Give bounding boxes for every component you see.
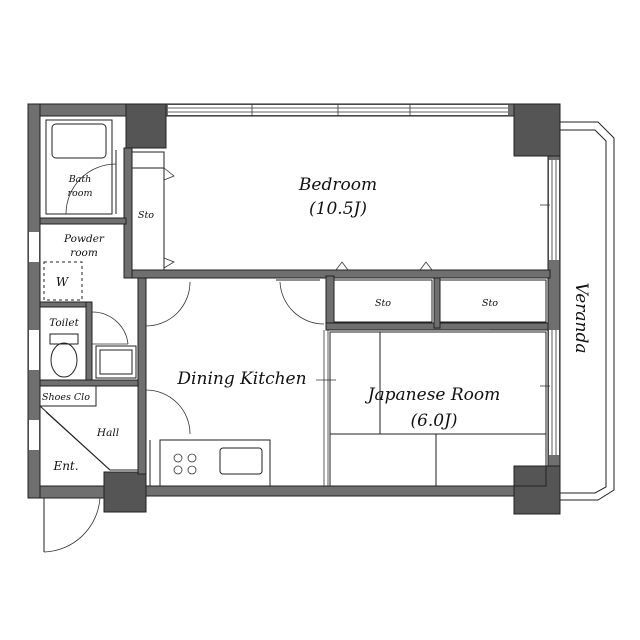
toilet-fixture <box>49 311 129 378</box>
japanese-room-label: Japanese Room <box>365 385 501 405</box>
right-windows <box>549 160 559 455</box>
dining-kitchen-label: Dining Kitchen <box>176 369 306 389</box>
top-windows <box>168 104 508 116</box>
powder-label-2: room <box>70 247 98 259</box>
japanese-room-size: (6.0J) <box>410 411 457 431</box>
kitchen-counter <box>149 439 271 487</box>
storage-left-label: Sto <box>375 298 391 309</box>
interior-walls <box>39 147 551 475</box>
entrance-label: Ent. <box>52 459 78 473</box>
tatami <box>316 329 547 487</box>
storage-right-label: Sto <box>482 298 498 309</box>
left-windows <box>29 232 39 450</box>
bedroom-storage <box>131 151 175 271</box>
bedroom-marks <box>540 204 550 387</box>
bath-label-2: room <box>68 188 93 199</box>
closet-marks <box>335 261 433 271</box>
entrance-area <box>39 385 138 471</box>
shoes-closet-label: Shoes Clo <box>42 392 90 403</box>
veranda <box>560 121 615 501</box>
bath-room <box>45 119 117 215</box>
toilet-label: Toilet <box>49 317 79 329</box>
hall-label: Hall <box>96 427 119 439</box>
japanese-storage <box>333 279 547 323</box>
bedroom-size: (10.5J) <box>309 199 367 219</box>
washer-space <box>43 261 83 301</box>
bath-label-1: Bath <box>68 174 92 185</box>
entrance-door <box>43 497 101 553</box>
veranda-label: Veranda <box>571 282 591 353</box>
powder-label-1: Powder <box>63 233 105 245</box>
doors <box>145 279 325 435</box>
washer-label: W <box>56 275 70 289</box>
bedroom-label: Bedroom <box>298 175 377 195</box>
columns <box>103 103 561 515</box>
sink-cabinet <box>95 345 137 379</box>
storage-bedroom-label: Sto <box>138 210 154 221</box>
